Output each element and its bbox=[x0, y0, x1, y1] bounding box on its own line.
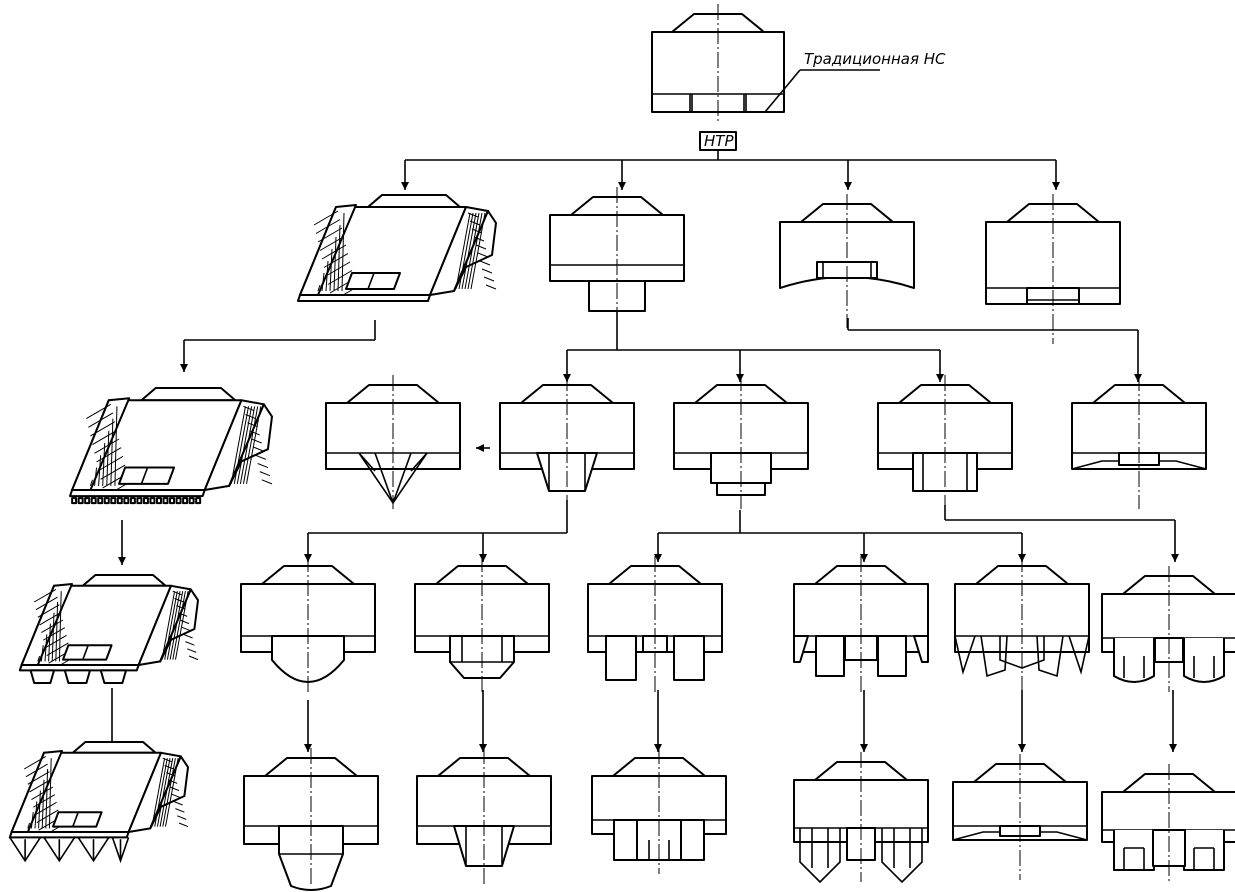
blade-l1-slot bbox=[986, 194, 1120, 344]
blade-l3-saw bbox=[955, 556, 1089, 692]
blade-l2-teeth2 bbox=[878, 375, 1012, 509]
blade-l3-studs bbox=[588, 556, 722, 692]
blade-l1-block bbox=[550, 187, 684, 321]
blade-l2-trap bbox=[500, 375, 634, 509]
traditional-label-group: Традиционная НС bbox=[765, 50, 946, 112]
blade-l4-notch bbox=[953, 754, 1087, 880]
iso-blade-1 bbox=[298, 195, 496, 302]
blade-l4-cupped bbox=[244, 748, 378, 890]
blade-l3-hooks bbox=[1102, 566, 1235, 692]
blade-l4-trap bbox=[417, 748, 551, 884]
traditional-blade bbox=[652, 4, 784, 122]
blade-l3-fork bbox=[794, 556, 928, 692]
iso-blade-2 bbox=[70, 388, 272, 503]
iso-blade-4 bbox=[10, 742, 188, 861]
blade-l4-prongs bbox=[592, 748, 726, 874]
blade-l4-fork bbox=[794, 752, 928, 882]
blade-l3-dome bbox=[241, 556, 375, 692]
blade-l2-vee bbox=[326, 375, 460, 509]
blade-l2-step bbox=[674, 375, 808, 509]
root-label-group: НТР bbox=[700, 132, 736, 150]
blade-l1-concave bbox=[780, 194, 914, 328]
traditional-label: Традиционная НС bbox=[804, 50, 946, 68]
blade-l3-hex bbox=[415, 556, 549, 692]
root-label: НТР bbox=[704, 132, 734, 150]
blade-l4-hooks bbox=[1102, 764, 1235, 882]
iso-blade-3 bbox=[20, 575, 198, 683]
blade-l2-notch bbox=[1072, 375, 1206, 509]
blade-nodes bbox=[10, 4, 1235, 890]
